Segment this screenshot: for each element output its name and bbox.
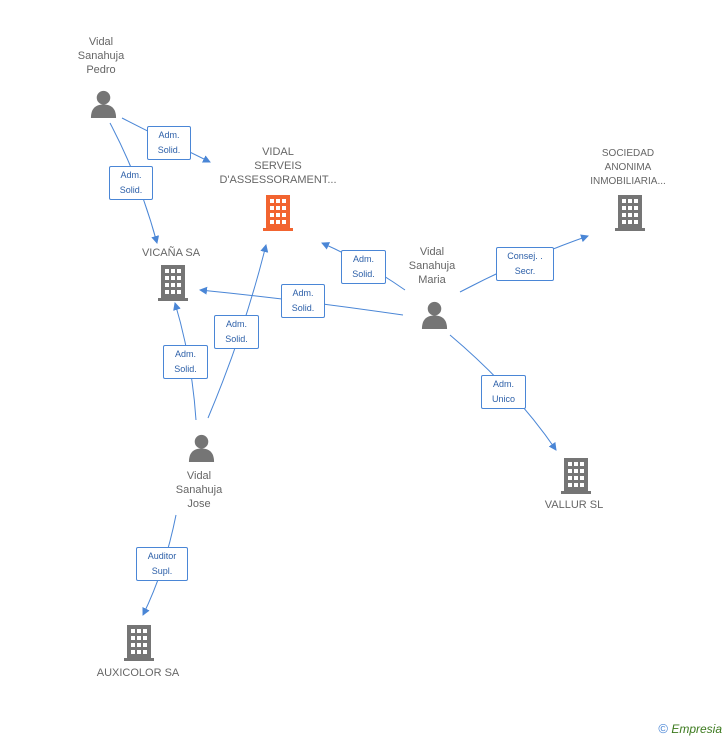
edge-label-maria-vallur: Adm. Unico bbox=[481, 375, 526, 409]
building-icon[interactable] bbox=[561, 458, 591, 494]
building-icon[interactable] bbox=[263, 195, 293, 231]
edge-label-jose-vicana: Adm. Solid. bbox=[163, 345, 208, 379]
edge-label-jose-serveis: Adm. Solid. bbox=[214, 315, 259, 349]
node-label-vidal-serveis[interactable]: VIDAL SERVEIS D'ASSESSORAMENT... bbox=[219, 146, 337, 186]
edge-label-jose-auxicolor: Auditor Supl. bbox=[136, 547, 188, 581]
node-label-maria[interactable]: Vidal Sanahuja Maria bbox=[408, 246, 456, 286]
node-label-auxicolor[interactable]: AUXICOLOR SA bbox=[96, 667, 180, 679]
building-icon[interactable] bbox=[158, 265, 188, 301]
node-label-vallur[interactable]: VALLUR SL bbox=[544, 499, 604, 511]
person-icon[interactable] bbox=[421, 301, 448, 329]
copyright-symbol: © bbox=[658, 721, 668, 736]
edge-label-maria-serveis: Adm. Solid. bbox=[341, 250, 386, 284]
node-label-vicana[interactable]: VICAÑA SA bbox=[141, 247, 201, 259]
node-label-pedro[interactable]: Vidal Sanahuja Pedro bbox=[77, 36, 125, 76]
person-icon[interactable] bbox=[188, 434, 215, 462]
person-icon[interactable] bbox=[90, 90, 117, 118]
node-label-jose[interactable]: Vidal Sanahuja Jose bbox=[175, 470, 223, 510]
building-icon[interactable] bbox=[615, 195, 645, 231]
edge-label-maria-vicana: Adm. Solid. bbox=[281, 284, 325, 318]
edge-label-maria-sociedad: Consej. . Secr. bbox=[496, 247, 554, 281]
building-icon[interactable] bbox=[124, 625, 154, 661]
edge-label-pedro-vicana: Adm. Solid. bbox=[109, 166, 153, 200]
edge-label-pedro-serveis: Adm. Solid. bbox=[147, 126, 191, 160]
node-label-sociedad[interactable]: SOCIEDAD ANONIMA INMOBILIARIA... bbox=[590, 148, 666, 187]
brand-logo[interactable]: Empresia bbox=[671, 722, 722, 736]
footer: © Empresia bbox=[658, 721, 722, 736]
